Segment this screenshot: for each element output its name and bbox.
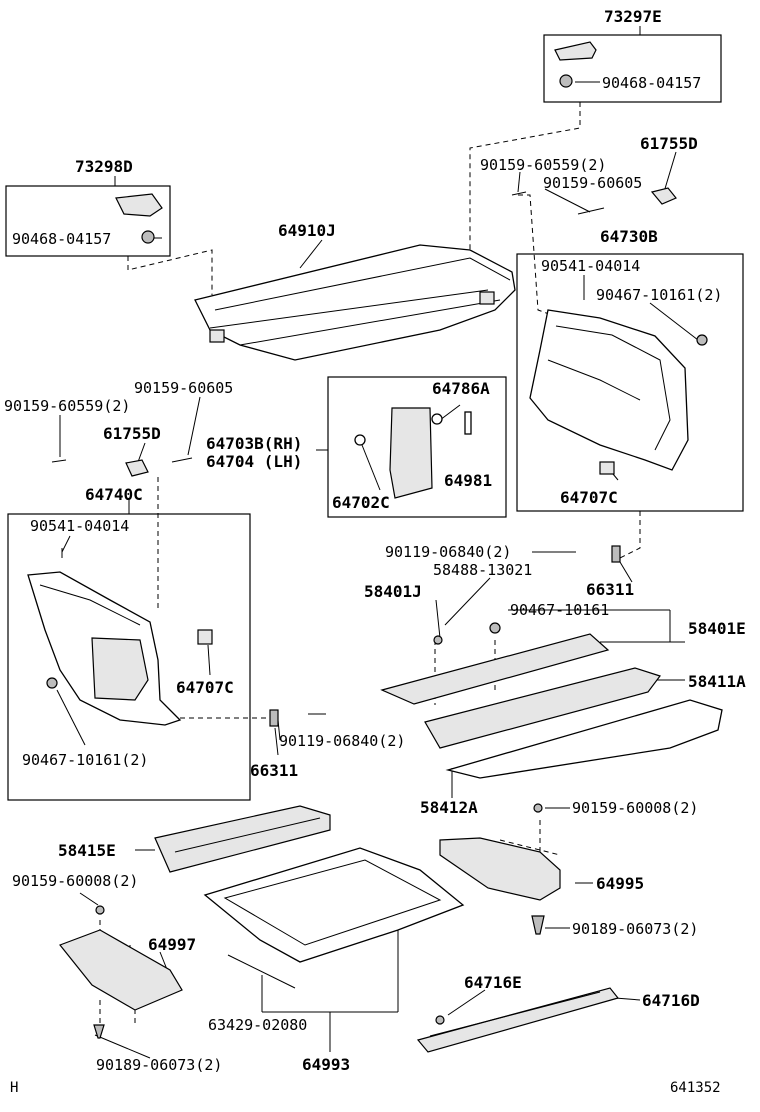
label-90467-10161-2-a: 90467-10161(2) (596, 286, 722, 304)
label-64703B: 64703B(RH) (206, 434, 302, 453)
dash-ref-1 (469, 102, 581, 255)
label-64716D: 64716D (642, 991, 700, 1010)
leader-lines (56, 26, 699, 1059)
screw-90159-60605-a (577, 207, 605, 215)
clip-66311-b (269, 709, 279, 727)
scuff-plate-64716D (416, 987, 620, 1053)
clip-90468 (559, 74, 573, 88)
mat-58412A (445, 699, 723, 779)
box-64786A (327, 376, 507, 518)
label-90467-10161: 90467-10161 (510, 601, 609, 619)
label-64740C: 64740C (85, 485, 143, 504)
label-64786A: 64786A (432, 379, 490, 398)
floor-board-58401E (380, 622, 610, 705)
label-90189-06073-2-b: 90189-06073(2) (96, 1056, 222, 1074)
label-58412A: 58412A (420, 798, 478, 817)
tonneau-cover-64910J (194, 244, 516, 361)
label-64981: 64981 (444, 471, 492, 490)
label-58401E: 58401E (688, 619, 746, 638)
clip-66311-a (611, 545, 621, 563)
label-64730B: 64730B (600, 227, 658, 246)
dash-ref-4 (619, 511, 641, 559)
screw-90159-60605-b (171, 457, 193, 463)
cover-assembly-64786A (354, 407, 472, 499)
label-61755D-b: 61755D (103, 424, 161, 443)
label-64707C-b: 64707C (176, 678, 234, 697)
label-90159-60559-2-a: 90159-60559(2) (480, 156, 606, 174)
box-73297E (543, 34, 722, 103)
screw-90159-60559-a (511, 191, 527, 196)
label-90159-60559-2-b: 90159-60559(2) (4, 397, 130, 415)
cap-73297E (554, 41, 597, 61)
clip-90468-b (141, 230, 155, 244)
label-64997: 64997 (148, 935, 196, 954)
label-63429-02080: 63429-02080 (208, 1016, 307, 1034)
dash-ref-2 (127, 249, 213, 295)
box-64730B (516, 253, 744, 512)
label-64995: 64995 (596, 874, 644, 893)
tray-58415E (154, 805, 331, 873)
corner-mark: H (10, 1080, 18, 1096)
box-64997 (59, 905, 183, 1039)
screw-90159-60559-b (51, 459, 67, 463)
label-90468-04157-b: 90468-04157 (12, 230, 111, 248)
hook-61755D-a (650, 187, 677, 205)
label-73298D: 73298D (75, 157, 133, 176)
label-90159-60008-2-b: 90159-60008(2) (12, 872, 138, 890)
label-64704: 64704 (LH) (206, 452, 302, 471)
label-90541-04014-b: 90541-04014 (30, 517, 129, 535)
label-58488-13021: 58488-13021 (433, 561, 532, 579)
side-panel-64730B (529, 293, 708, 475)
cap-73298D (115, 193, 163, 217)
luggage-tray-64993 (203, 847, 465, 963)
label-66311-a: 66311 (586, 580, 634, 599)
hook-61755D-b (125, 459, 149, 477)
label-64910J: 64910J (278, 221, 336, 240)
label-90119-06840-2-b: 90119-06840(2) (279, 732, 405, 750)
label-90468-04157-a: 90468-04157 (602, 74, 701, 92)
label-73297E: 73297E (604, 7, 662, 26)
label-64716E: 64716E (464, 973, 522, 992)
label-58411A: 58411A (688, 672, 746, 691)
label-90159-60605-a: 90159-60605 (543, 174, 642, 192)
label-58401J: 58401J (364, 582, 422, 601)
label-58415E: 58415E (58, 841, 116, 860)
label-90119-06840-2-a: 90119-06840(2) (385, 543, 511, 561)
label-90189-06073-2-a: 90189-06073(2) (572, 920, 698, 938)
box-73298D (5, 185, 171, 257)
side-panel-64740C (27, 548, 213, 726)
label-90467-10161-2-b: 90467-10161(2) (22, 751, 148, 769)
label-90159-60605-b: 90159-60605 (134, 379, 233, 397)
label-66311-b: 66311 (250, 761, 298, 780)
label-90159-60008-2-a: 90159-60008(2) (572, 799, 698, 817)
label-61755D-a: 61755D (640, 134, 698, 153)
box-64995 (439, 803, 561, 935)
dash-ref-8 (499, 820, 561, 860)
label-64702C: 64702C (332, 493, 390, 512)
label-64707C-a: 64707C (560, 488, 618, 507)
figure-number: 641352 (670, 1080, 721, 1096)
label-64993: 64993 (302, 1055, 350, 1074)
label-90541-04014-a: 90541-04014 (541, 257, 640, 275)
strip-63429-02080 (227, 954, 296, 989)
floor-cover-58411A (424, 667, 661, 749)
